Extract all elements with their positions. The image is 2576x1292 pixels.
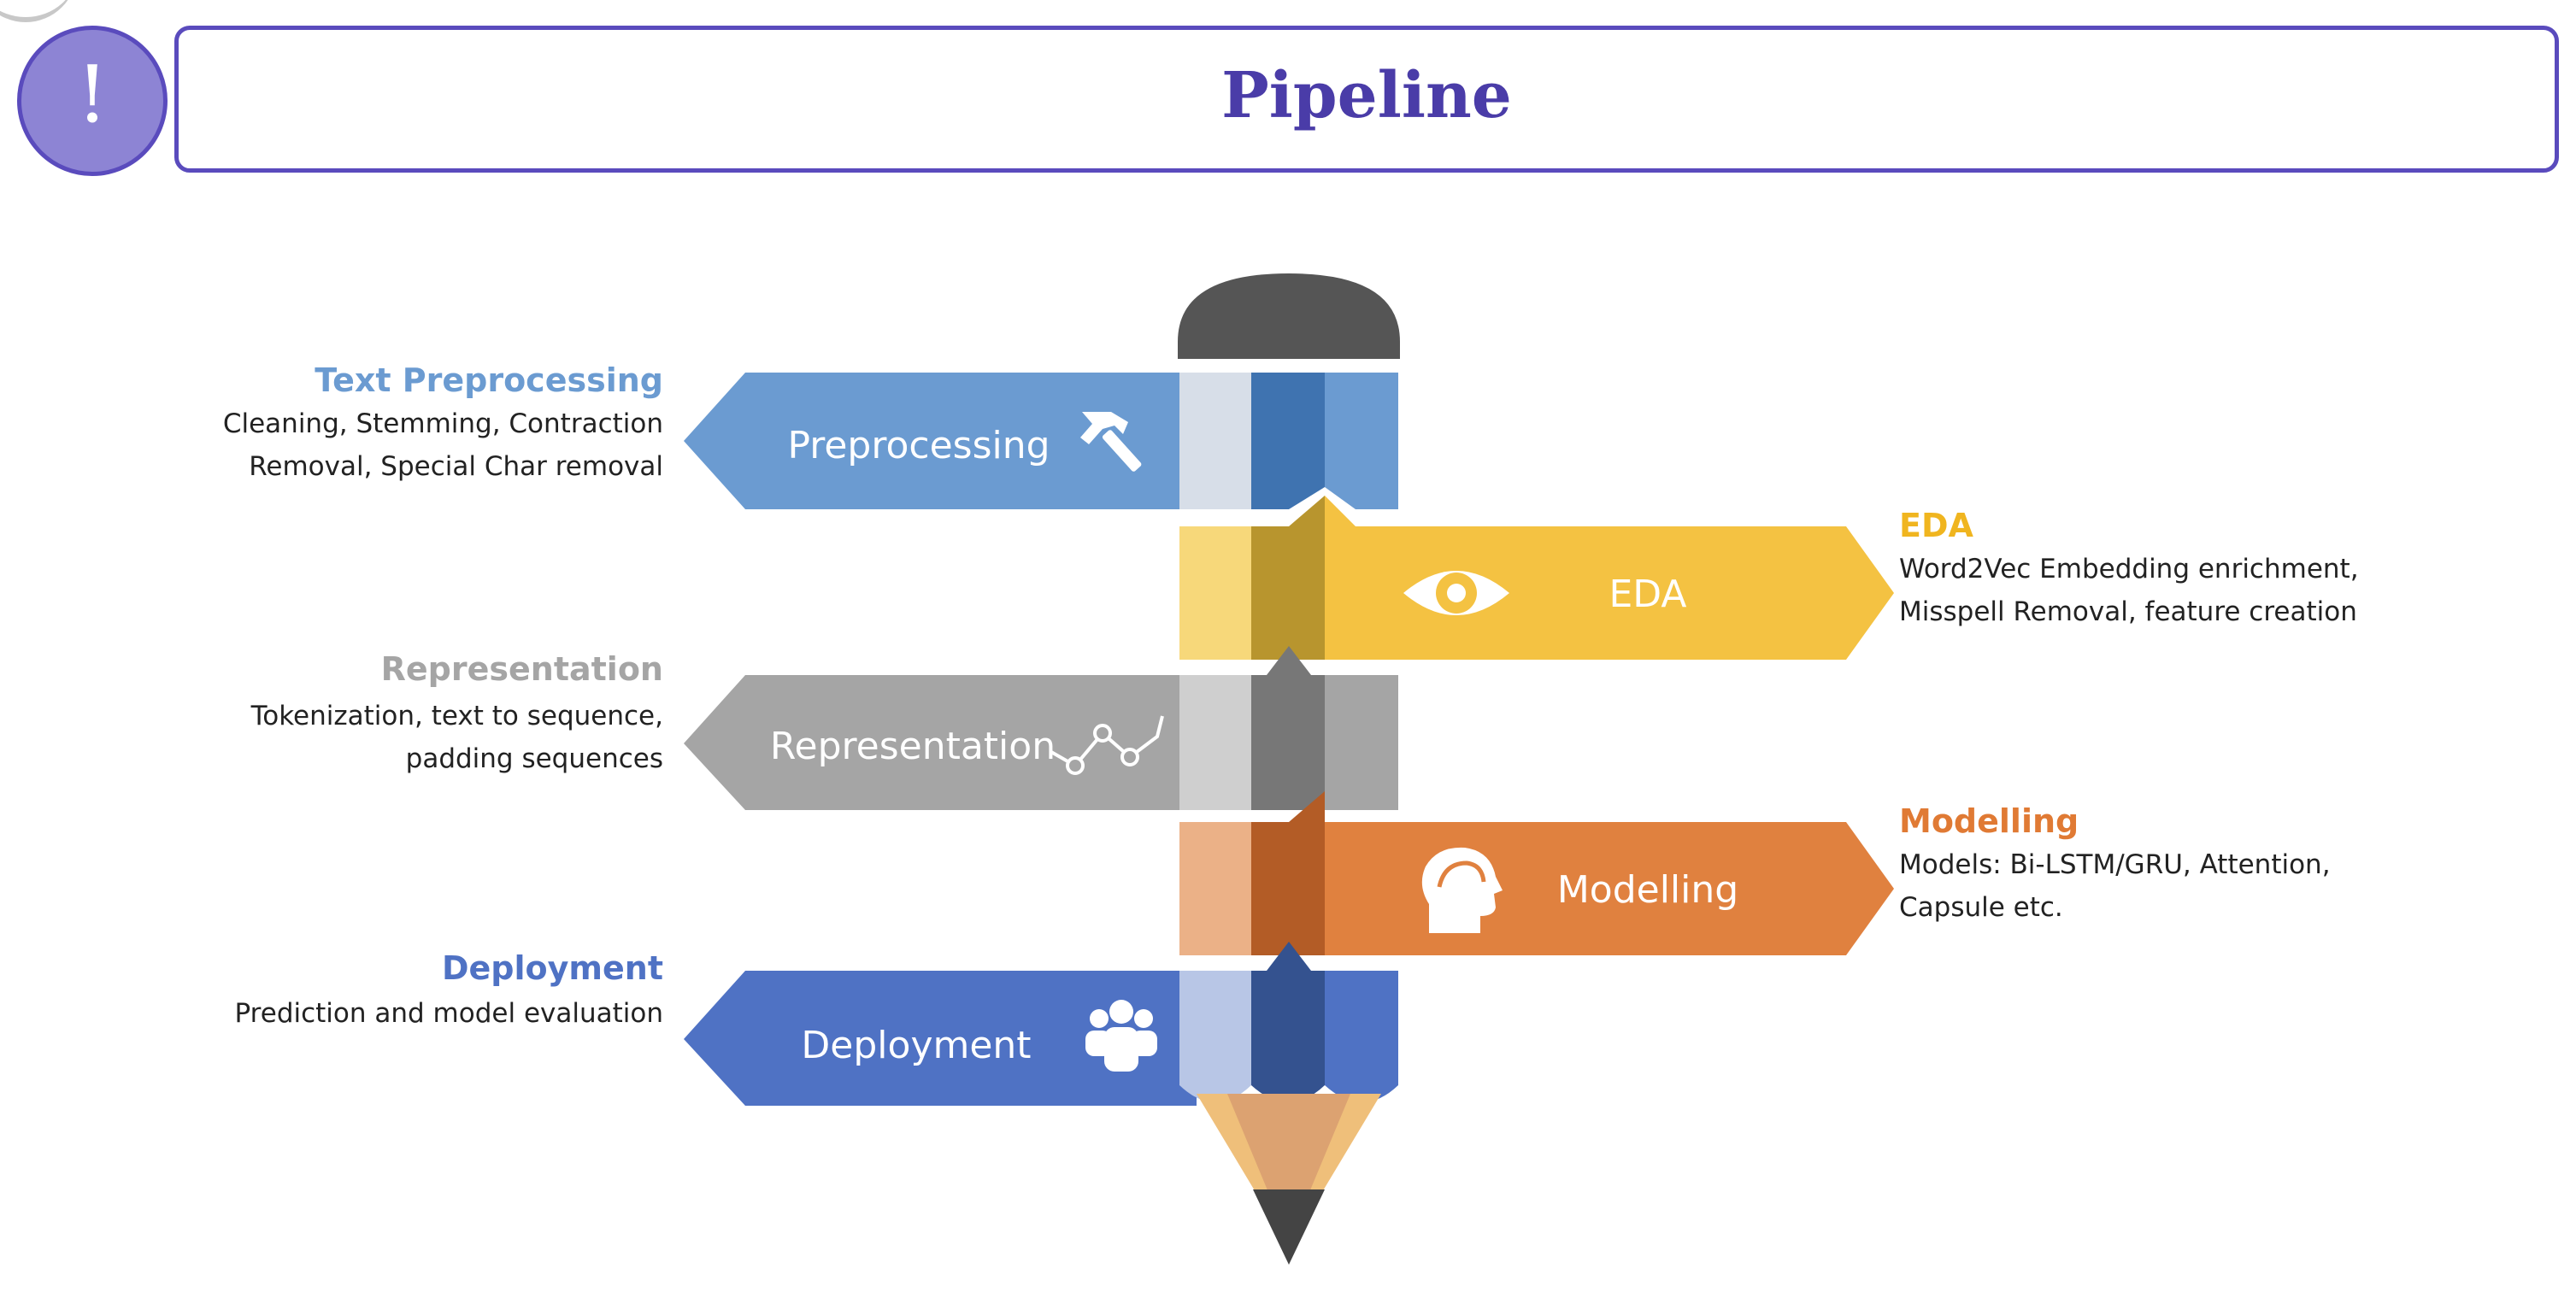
pencil-band-right — [1325, 496, 1398, 526]
pencil-band-right — [1325, 971, 1398, 1102]
desc-modelling-line1: Models: Bi-LSTM/GRU, Attention, — [1899, 849, 2331, 880]
heading-preprocessing: Text Preprocessing — [315, 361, 663, 399]
arrow-label-deployment: Deployment — [801, 1024, 1031, 1067]
people-icon — [1085, 1000, 1157, 1072]
stage-modelling: Modelling Modelling Models: Bi-LSTM/GRU,… — [1179, 791, 2331, 955]
pencil-band-light — [1179, 971, 1251, 1102]
pencil-band-mid — [1251, 646, 1325, 810]
pencil-tip — [1197, 1094, 1381, 1265]
desc-representation-line2: padding sequences — [406, 743, 663, 774]
graph-nodes-icon — [1050, 715, 1164, 775]
heading-modelling: Modelling — [1899, 802, 2079, 840]
corner-decoration — [0, 0, 77, 22]
arrow-label-modelling: Modelling — [1557, 868, 1738, 912]
pencil-band-light — [1179, 526, 1251, 660]
pencil-band-mid — [1251, 496, 1325, 660]
title-banner: Pipeline — [174, 26, 2559, 173]
arrow-eda — [1325, 526, 1894, 660]
arrow-preprocessing — [684, 373, 1179, 509]
pencil-band-right — [1325, 675, 1398, 810]
pencil-band-mid — [1251, 373, 1325, 509]
arrow-label-preprocessing: Preprocessing — [787, 424, 1050, 467]
stage-representation: Representation Representation Tokenizati… — [250, 646, 1398, 810]
desc-eda-line1: Word2Vec Embedding enrichment, — [1899, 554, 2359, 584]
arrow-deployment — [684, 971, 1197, 1106]
pencil-band-light — [1179, 373, 1251, 509]
hammer-icon — [1080, 412, 1142, 472]
desc-modelling-line2: Capsule etc. — [1899, 892, 2063, 923]
stage-preprocessing: Preprocessing Text Preprocessing Cleanin… — [223, 361, 1398, 509]
desc-deployment-line1: Prediction and model evaluation — [235, 998, 663, 1029]
alert-badge: ! — [17, 26, 168, 176]
stage-eda: EDA EDA Word2Vec Embedding enrichment, M… — [1179, 496, 2359, 660]
arrow-label-eda: EDA — [1609, 573, 1686, 616]
pencil-band-light — [1179, 822, 1251, 955]
arrow-representation — [684, 675, 1179, 810]
eye-icon — [1403, 571, 1509, 615]
page-title: Pipeline — [1221, 59, 1512, 132]
heading-deployment: Deployment — [442, 949, 663, 987]
desc-representation-line1: Tokenization, text to sequence, — [250, 701, 663, 731]
desc-preprocessing-line1: Cleaning, Stemming, Contraction — [223, 408, 663, 439]
pencil-band-right — [1325, 373, 1398, 509]
pencil-band-light — [1179, 675, 1251, 810]
heading-representation: Representation — [381, 650, 663, 688]
pencil-band-mid — [1251, 942, 1325, 1102]
heading-eda: EDA — [1899, 507, 1974, 544]
exclamation-icon: ! — [76, 49, 109, 140]
desc-preprocessing-line2: Removal, Special Char removal — [249, 451, 663, 482]
stage-deployment: Deployment Deployment Prediction and mod… — [235, 942, 1398, 1106]
pencil-eraser — [1178, 273, 1400, 359]
desc-eda-line2: Misspell Removal, feature creation — [1899, 596, 2357, 627]
arrow-label-representation: Representation — [770, 725, 1056, 768]
head-profile-icon — [1421, 847, 1503, 933]
pencil-band-mid — [1251, 791, 1325, 955]
